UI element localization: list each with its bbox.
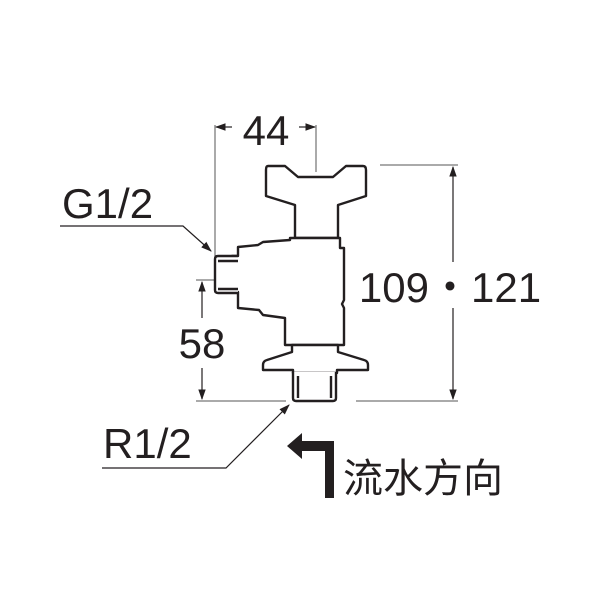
bent-arrow-left-up-icon bbox=[287, 433, 334, 498]
flow-direction: 流水方向 bbox=[287, 433, 503, 502]
outlet-leader-line bbox=[60, 225, 212, 252]
valve-body bbox=[213, 164, 370, 403]
inlet-leader-line bbox=[102, 404, 290, 469]
label-r1-2: R1/2 bbox=[102, 404, 290, 469]
cross-handle bbox=[264, 164, 368, 240]
dimension-109-121-text: 109・121 bbox=[359, 264, 541, 311]
dimension-109-121: 109・121 bbox=[356, 164, 541, 402]
label-g1-2: G1/2 bbox=[60, 180, 212, 252]
flange bbox=[261, 343, 370, 375]
outlet-nipple bbox=[213, 254, 238, 295]
dimension-58-text: 58 bbox=[179, 320, 226, 367]
outlet-thread-label: G1/2 bbox=[62, 180, 153, 227]
inlet-thread-label: R1/2 bbox=[103, 420, 192, 467]
flow-direction-label: 流水方向 bbox=[343, 456, 503, 502]
dimension-44: 44 bbox=[214, 107, 317, 258]
dimension-58: 58 bbox=[179, 279, 286, 402]
valve-main-body bbox=[230, 236, 346, 347]
dimension-44-text: 44 bbox=[243, 107, 290, 154]
inlet-nipple bbox=[291, 372, 338, 403]
